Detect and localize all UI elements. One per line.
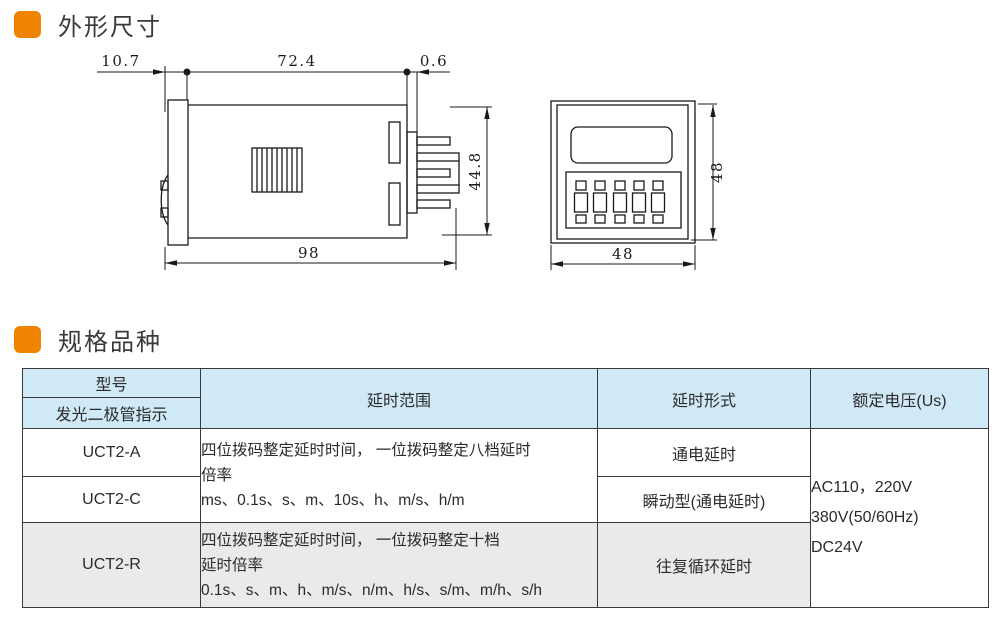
front-dim-height-label: 48	[708, 161, 726, 183]
header-model: 型号	[23, 369, 200, 398]
side-view-dimensions	[97, 66, 492, 270]
dip-switch-column	[592, 180, 608, 224]
range-uct2-ac-cell: 四位拨码整定延时时间， 一位拨码整定八档延时 倍率 ms、0.1s、s、m、10…	[200, 428, 598, 523]
dim-gap-label: 0.6	[420, 52, 448, 70]
front-view-dimension-marks	[551, 105, 716, 267]
range-ac-line2: 倍率	[201, 467, 233, 484]
spec-table: 型号 发光二极管指示 延时范围 延时形式 额定电压(Us) UCT2-A 四位拨…	[22, 368, 989, 608]
section-header-specs: 规格品种	[14, 322, 162, 357]
dip-switch-column	[650, 180, 666, 224]
orange-square-icon	[14, 326, 41, 353]
range-r-line2: 延时倍率	[201, 556, 264, 574]
table-header-row: 型号 发光二极管指示 延时范围 延时形式 额定电压(Us)	[22, 368, 989, 429]
range-r-line1: 四位拨码整定延时时间， 一位拨码整定十档	[201, 531, 500, 549]
orange-square-icon	[14, 11, 41, 38]
range-ac-line1: 四位拨码整定延时时间， 一位拨码整定八档延时	[201, 442, 531, 459]
section-title-specs: 规格品种	[58, 329, 162, 356]
form-uct2-r: 往复循环延时	[597, 522, 811, 608]
voltage-line1: AC110，220V	[811, 479, 913, 496]
front-view-dimensions	[550, 103, 717, 270]
section-header-dimensions: 外形尺寸	[14, 7, 162, 42]
range-r-line3: 0.1s、s、m、h、m/s、n/m、h/s、s/m、m/h、s/h	[201, 581, 543, 599]
table-row-uct2-r: UCT2-R 四位拨码整定延时时间， 一位拨码整定十档 延时倍率 0.1s、s、…	[22, 522, 989, 608]
front-dim-width-label: 48	[612, 245, 634, 263]
form-uct2-c: 瞬动型(通电延时)	[597, 476, 811, 523]
section-title-dimensions: 外形尺寸	[58, 14, 162, 41]
header-form: 延时形式	[597, 368, 811, 429]
dip-switch-column	[631, 180, 647, 224]
dip-switch-column	[612, 180, 628, 224]
voltage-line2: 380V(50/60Hz)	[811, 509, 919, 526]
dim-height-label: 44.8	[466, 151, 484, 190]
range-uct2-r-cell: 四位拨码整定延时时间， 一位拨码整定十档 延时倍率 0.1s、s、m、h、m/s…	[200, 522, 598, 608]
header-voltage: 额定电压(Us)	[810, 368, 989, 429]
model-uct2-r: UCT2-R	[22, 522, 201, 608]
form-uct2-a: 通电延时	[597, 428, 811, 477]
header-range: 延时范围	[200, 368, 598, 429]
side-view-outline	[160, 99, 460, 246]
dip-switch-column	[573, 180, 589, 224]
range-ac-line3: ms、0.1s、s、m、10s、h、m/s、h/m	[201, 492, 465, 509]
dim-body-label: 72.4	[277, 52, 316, 70]
front-view-outline	[550, 100, 696, 244]
table-row-uct2-a: UCT2-A 四位拨码整定延时时间， 一位拨码整定八档延时 倍率 ms、0.1s…	[22, 428, 989, 608]
voltage-cell: AC110，220V 380V(50/60Hz) DC24V	[810, 428, 989, 608]
dim-total-label: 98	[298, 244, 320, 262]
dimension-drawing: 10.7 72.4 0.6 44.8 98	[97, 52, 726, 270]
dim-flange-label: 10.7	[101, 52, 140, 70]
model-uct2-a: UCT2-A	[22, 428, 201, 477]
table-row-uct2-c: UCT2-C 瞬动型(通电延时)	[22, 476, 989, 523]
voltage-line3: DC24V	[811, 539, 863, 556]
side-view-dimension-marks	[153, 68, 490, 266]
header-model-led-cell: 型号 发光二极管指示	[22, 368, 201, 429]
header-led: 发光二极管指示	[55, 407, 168, 424]
model-uct2-c: UCT2-C	[22, 476, 201, 523]
